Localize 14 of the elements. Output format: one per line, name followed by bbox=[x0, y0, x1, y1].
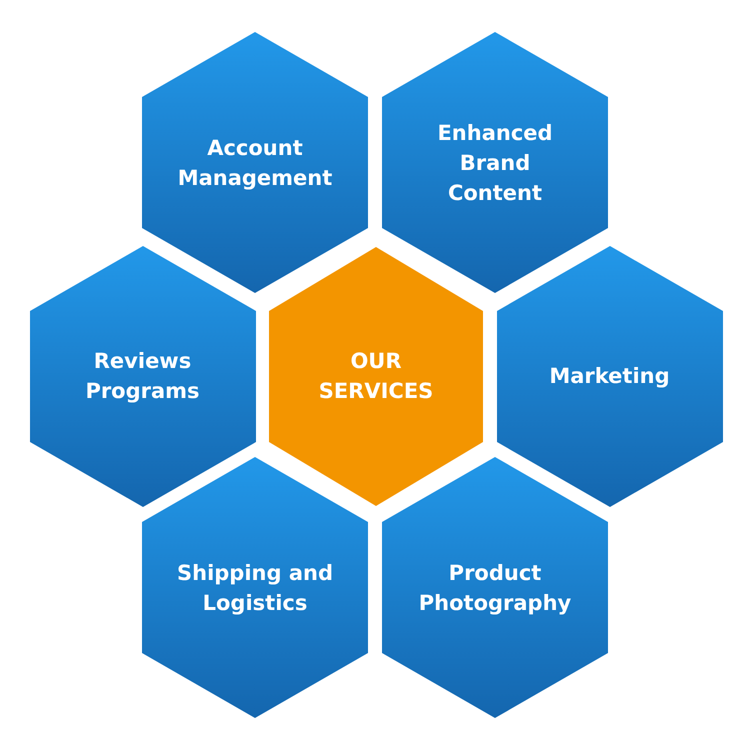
service-hexagon bbox=[496, 246, 722, 506]
service-hexagon bbox=[30, 246, 256, 506]
service-label: Account Management bbox=[176, 134, 334, 192]
service-hexagon bbox=[382, 457, 608, 718]
service-hexagon bbox=[142, 32, 368, 293]
service-label: Marketing bbox=[548, 363, 671, 390]
service-label: Enhanced Brand Content bbox=[436, 120, 554, 206]
center-title: OUR SERVICES bbox=[318, 348, 434, 405]
service-label: Reviews Programs bbox=[84, 348, 201, 405]
service-label: Shipping and Logistics bbox=[176, 560, 334, 616]
service-hexagon bbox=[142, 457, 368, 718]
center-hexagon bbox=[269, 246, 483, 506]
service-hexagon bbox=[382, 32, 608, 293]
service-label: Product Photography bbox=[418, 560, 572, 616]
